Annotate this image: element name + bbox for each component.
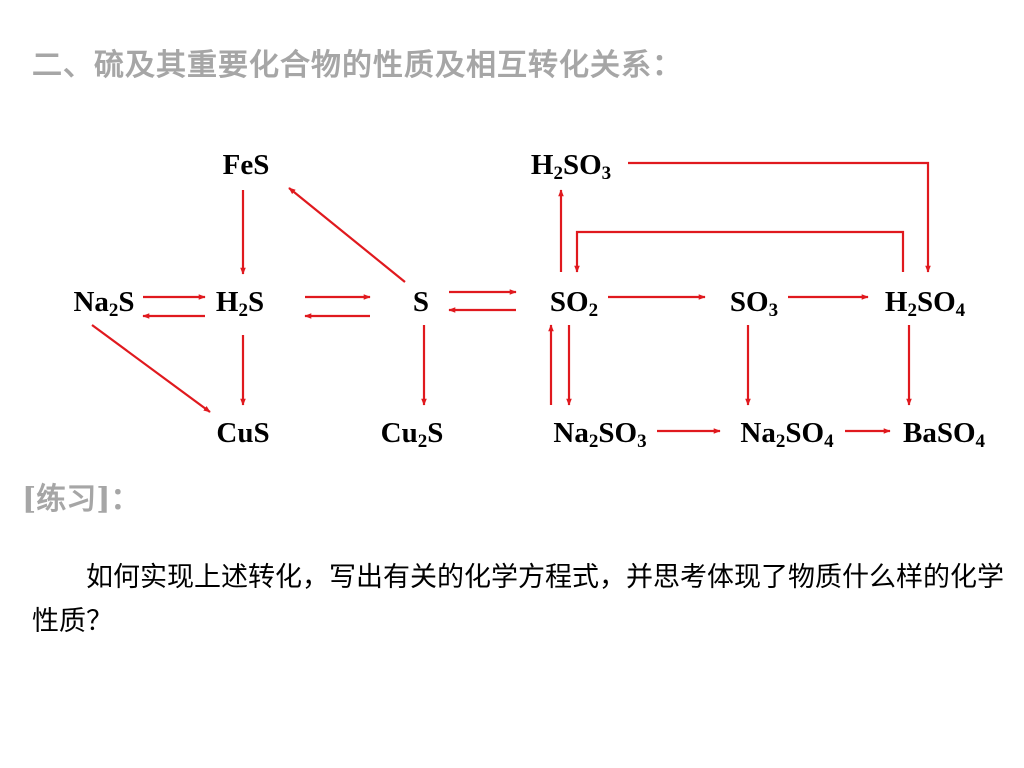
node-cu2s: Cu2S (380, 417, 444, 452)
arrow-na2s-to-cus (91, 324, 211, 413)
node-s: S (412, 286, 430, 318)
node-fes: FeS (222, 149, 270, 181)
node-so2: SO2 (549, 286, 599, 321)
node-baso4: BaSO4 (902, 417, 986, 452)
node-h2s: H2S (215, 286, 265, 321)
node-na2s: Na2S (73, 286, 135, 321)
page-title: 二、硫及其重要化合物的性质及相互转化关系： (32, 48, 683, 83)
question-body: 如何实现上述转化，写出有关的化学方程式，并思考体现了物质什么样的化学性质？ (32, 562, 1004, 637)
node-na2so4: Na2SO4 (740, 417, 834, 452)
node-na2so3: Na2SO3 (553, 417, 647, 452)
question-text: 如何实现上述转化，写出有关的化学方程式，并思考体现了物质什么样的化学性质？ (32, 556, 1007, 644)
arrow-h2so4-to-so2 (574, 230, 905, 273)
node-h2so3: H2SO3 (530, 149, 612, 184)
node-so3: SO3 (729, 286, 779, 321)
node-h2so4: H2SO4 (884, 286, 966, 321)
arrow-s-to-fes (288, 187, 406, 283)
practice-label: [练习]： (22, 482, 141, 517)
node-cus: CuS (216, 417, 270, 449)
arrow-h2so3-to-h2so4 (628, 161, 931, 273)
